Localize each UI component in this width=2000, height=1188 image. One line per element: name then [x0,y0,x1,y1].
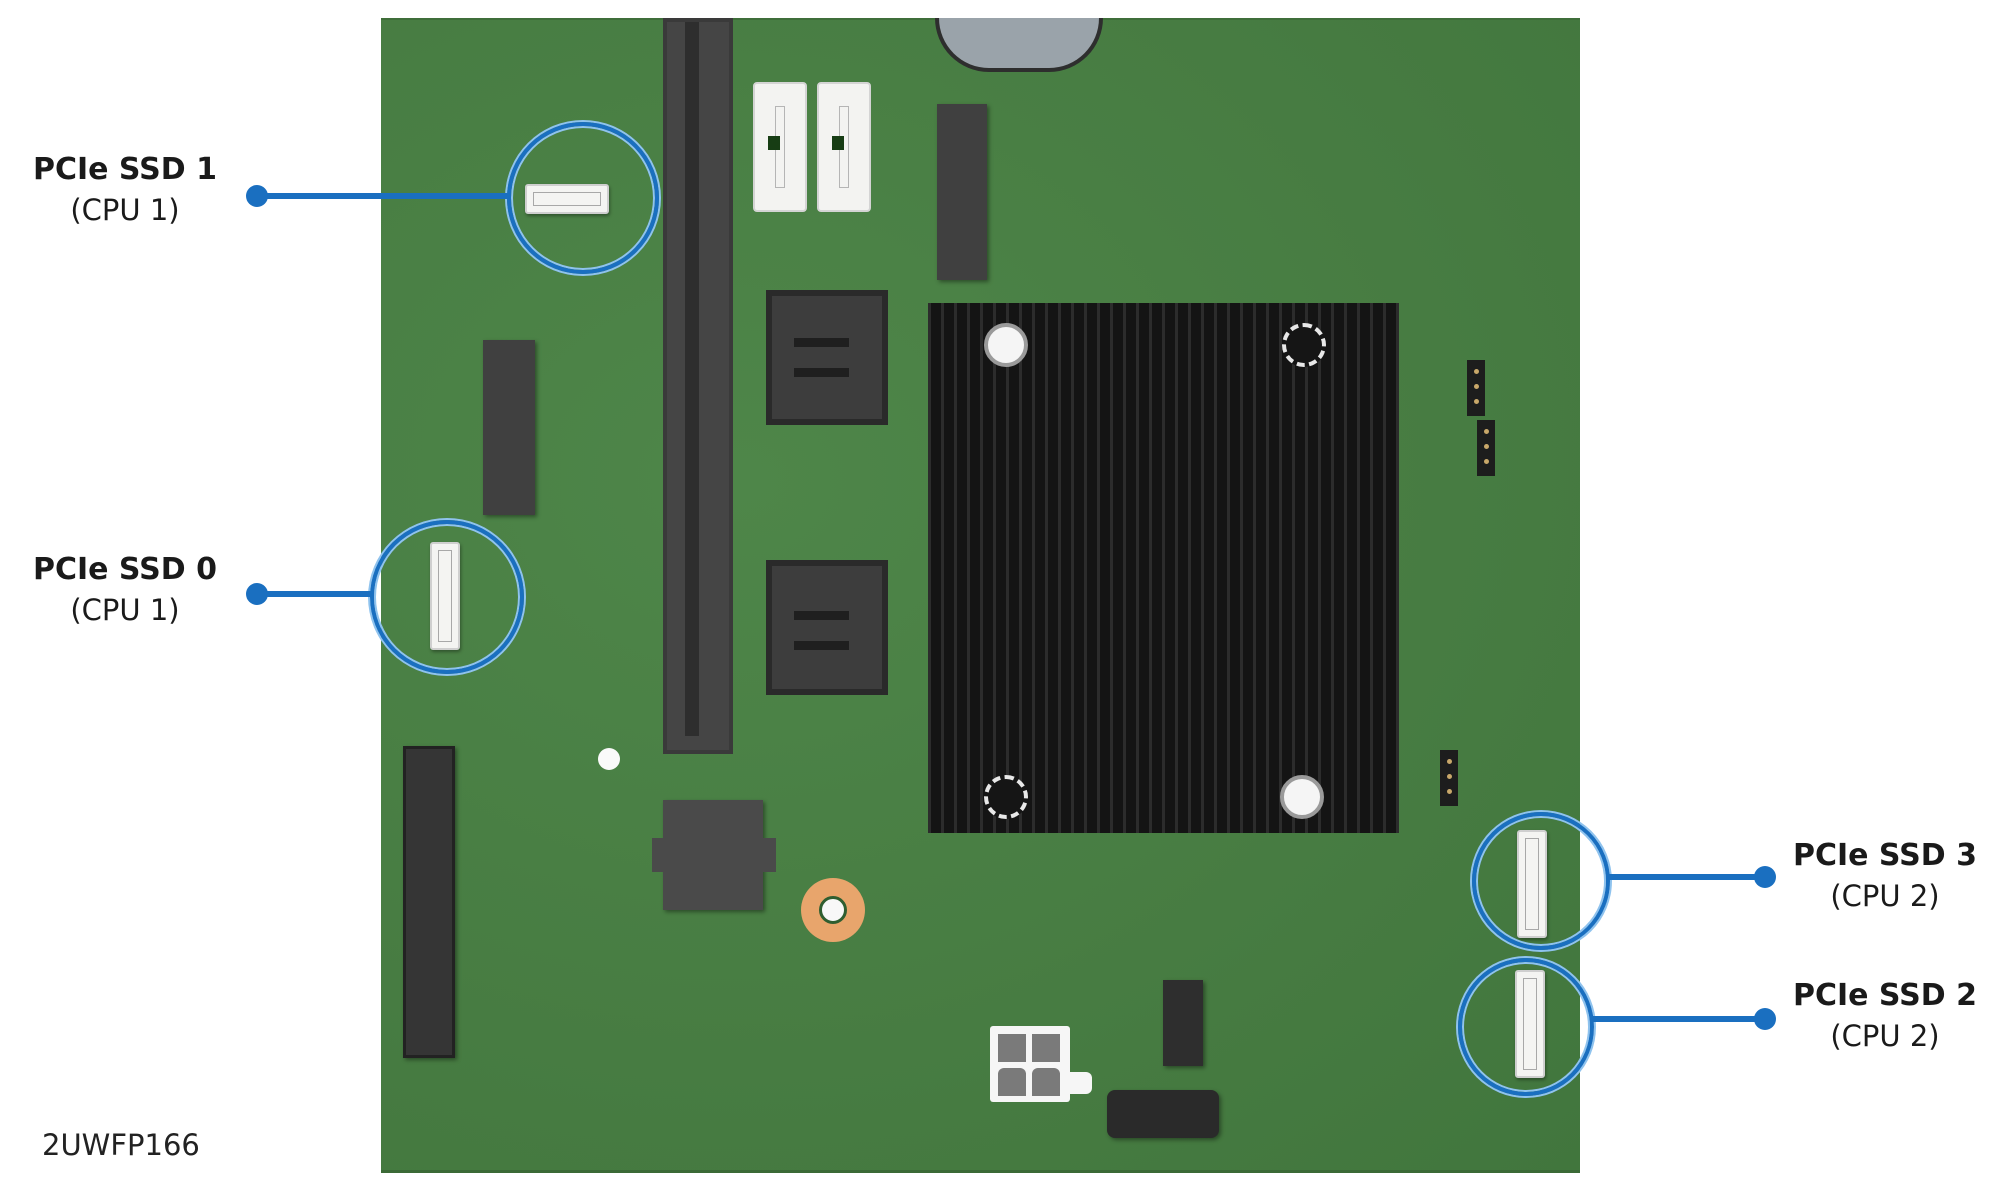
sata-connector-2 [817,82,871,212]
heatsink-screw-tl [984,323,1028,367]
vertical-connector-left [483,340,535,515]
pin-header-3 [1440,750,1458,806]
pcie-ssd-2-title: PCIe SSD 2 [1792,978,1978,1013]
pcie-ssd-2-cpu: (CPU 2) [1830,1019,1940,1053]
pcie-ssd-3-highlight [1472,812,1610,950]
cpu-heatsink [928,303,1399,833]
power-connector [990,1026,1070,1102]
pcie-ssd-2-highlight [1458,958,1594,1096]
pcie-ssd-2-leader [1590,1016,1766,1022]
heatsink-screw-tr [1282,323,1326,367]
mounting-hole [598,748,620,770]
power-connector-latch [1070,1072,1092,1094]
pcie-ssd-1-title: PCIe SSD 1 [32,152,218,187]
pcie-ssd-3-dot [1754,866,1776,888]
figure-id: 2UWFP166 [42,1128,200,1162]
pcie-ssd-2-label: PCIe SSD 2 (CPU 2) [1790,976,1980,1056]
pin-header-2 [1477,420,1495,476]
pin-header-1 [1467,360,1485,416]
pcie-ssd-2-dot [1754,1008,1776,1030]
pcie-ssd-0-highlight [370,520,524,674]
pcie-riser-slot [663,18,733,754]
vertical-connector-top [937,104,987,280]
pcie-ssd-0-cpu: (CPU 1) [70,593,180,627]
pcie-ssd-1-dot [246,185,268,207]
pcie-ssd-1-leader [256,193,509,199]
pcie-ssd-3-cpu: (CPU 2) [1830,879,1940,913]
sata-connector-1 [753,82,807,212]
slimsas-connector-top [766,290,888,425]
pcie-ssd-0-title: PCIe SSD 0 [32,552,218,587]
smd-connector [1107,1090,1219,1138]
pcie-ssd-0-dot [246,583,268,605]
pcie-ssd-1-cpu: (CPU 1) [70,193,180,227]
front-panel-header [1163,980,1203,1066]
pcie-ssd-3-label: PCIe SSD 3 (CPU 2) [1790,836,1980,916]
pcie-ssd-0-label: PCIe SSD 0 (CPU 1) [30,550,220,630]
chip-component-wings [652,838,776,872]
pcie-ssd-3-leader [1606,874,1766,880]
pcie-ssd-0-leader [256,591,374,597]
pcie-ssd-3-title: PCIe SSD 3 [1792,838,1978,873]
pcie-ssd-1-label: PCIe SSD 1 (CPU 1) [30,150,220,230]
board-edge-connector [403,746,455,1058]
heatsink-screw-br [1280,775,1324,819]
slimsas-connector-bottom [766,560,888,695]
pcie-ssd-1-highlight [507,122,659,274]
heatsink-screw-bl [984,775,1028,819]
copper-standoff [801,878,865,942]
